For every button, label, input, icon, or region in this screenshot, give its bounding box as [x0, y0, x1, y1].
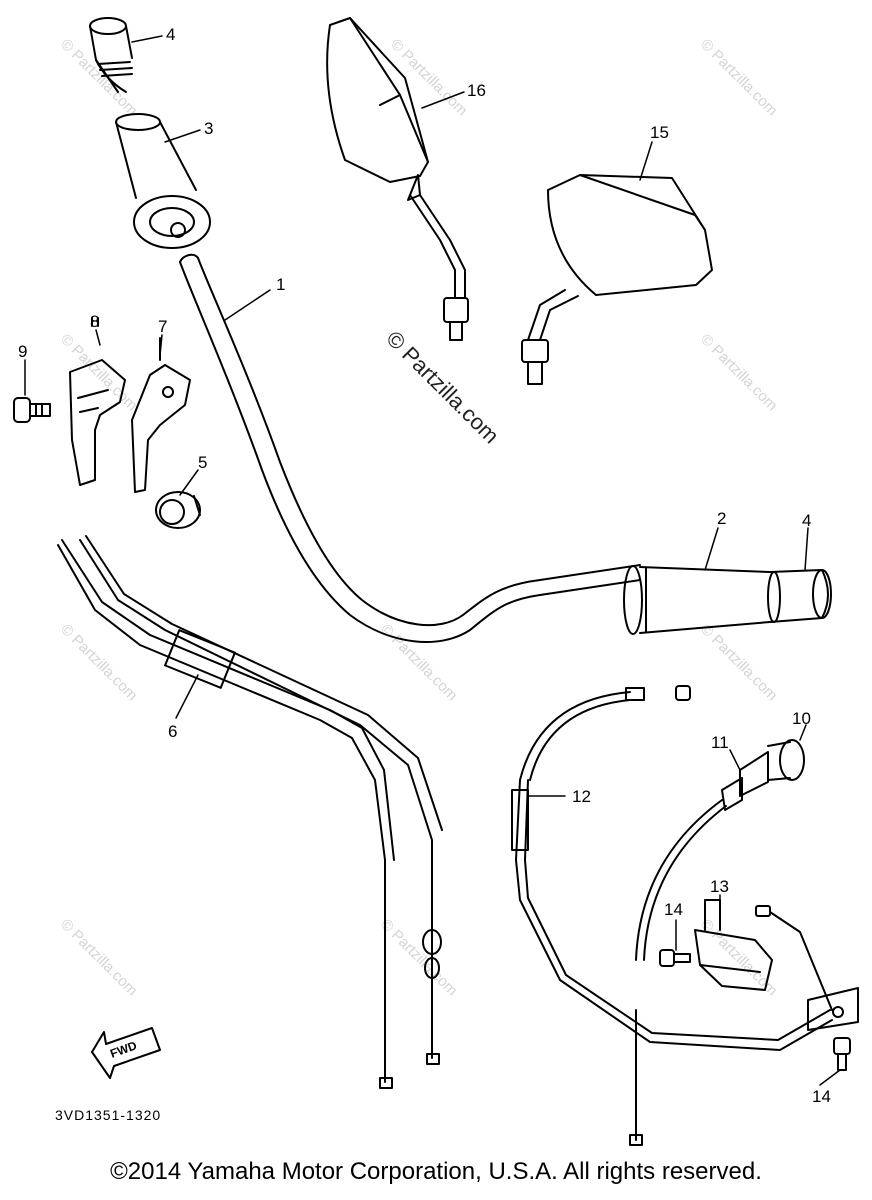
grip-part-3 — [115, 113, 211, 249]
label-6: 6 — [168, 722, 177, 741]
label-12: 12 — [572, 787, 591, 806]
choke-knob-part-10 — [767, 739, 805, 781]
handlebar-part-1 — [179, 253, 641, 643]
label-16: 16 — [467, 81, 486, 100]
label-5: 5 — [198, 453, 207, 472]
label-3: 3 — [204, 119, 213, 138]
label-4-top: 4 — [166, 25, 175, 44]
label-4-right: 4 — [802, 511, 811, 530]
label-11: 11 — [711, 733, 729, 752]
label-13: 13 — [710, 877, 729, 896]
watermark-10: © Partzilla.com — [377, 916, 460, 999]
choke-adjuster-part-11 — [635, 751, 769, 961]
watermark-7: © Partzilla.com — [377, 621, 460, 704]
label-14-lower: 14 — [812, 1087, 831, 1106]
cable-end-bracket — [755, 905, 859, 1031]
choke-cable-part-12 — [511, 685, 833, 1146]
label-14-upper: 14 — [664, 900, 683, 919]
watermark-2: © Partzilla.com — [697, 36, 780, 119]
forward-arrow: FWD — [91, 1027, 161, 1079]
bolt-part-14-lower — [833, 1037, 851, 1071]
label-9: 9 — [18, 342, 27, 361]
label-10: 10 — [792, 709, 811, 728]
throttle-cables-part-6 — [57, 535, 443, 1089]
screw-part-9 — [13, 397, 51, 423]
leader-lines — [24, 35, 841, 1086]
label-8: 8 — [90, 312, 99, 331]
watermark-5: © Partzilla.com — [697, 331, 780, 414]
holder-part-7 — [131, 337, 191, 493]
mirror-part-15 — [521, 174, 713, 385]
watermark-9: © Partzilla.com — [57, 916, 140, 999]
label-15: 15 — [650, 123, 669, 142]
part-labels: 1 2 3 4 4 5 6 7 8 9 10 11 12 13 14 14 15… — [18, 25, 831, 1106]
label-2: 2 — [717, 509, 726, 528]
clamp-part-8 — [69, 317, 126, 486]
watermark-1: © Partzilla.com — [57, 36, 140, 119]
watermark-main: © Partzilla.com — [381, 326, 504, 449]
watermark-3: © Partzilla.com — [387, 36, 470, 119]
copyright-notice: ©2014 Yamaha Motor Corporation, U.S.A. A… — [110, 1158, 762, 1185]
label-1: 1 — [276, 275, 285, 294]
watermark-6: © Partzilla.com — [57, 621, 140, 704]
label-7: 7 — [158, 317, 167, 336]
grip-end-part-4-left — [89, 17, 133, 93]
bolt-part-14-upper — [659, 949, 691, 967]
grip-part-2 — [623, 565, 771, 635]
bracket-part-13 — [694, 899, 773, 991]
grip-end-part-4-right — [767, 569, 832, 623]
drawing-code: 3VD1351-1320 — [55, 1107, 161, 1123]
collar-part-5 — [155, 491, 201, 529]
mirror-part-16 — [326, 17, 469, 341]
watermark-8: © Partzilla.com — [697, 621, 780, 704]
